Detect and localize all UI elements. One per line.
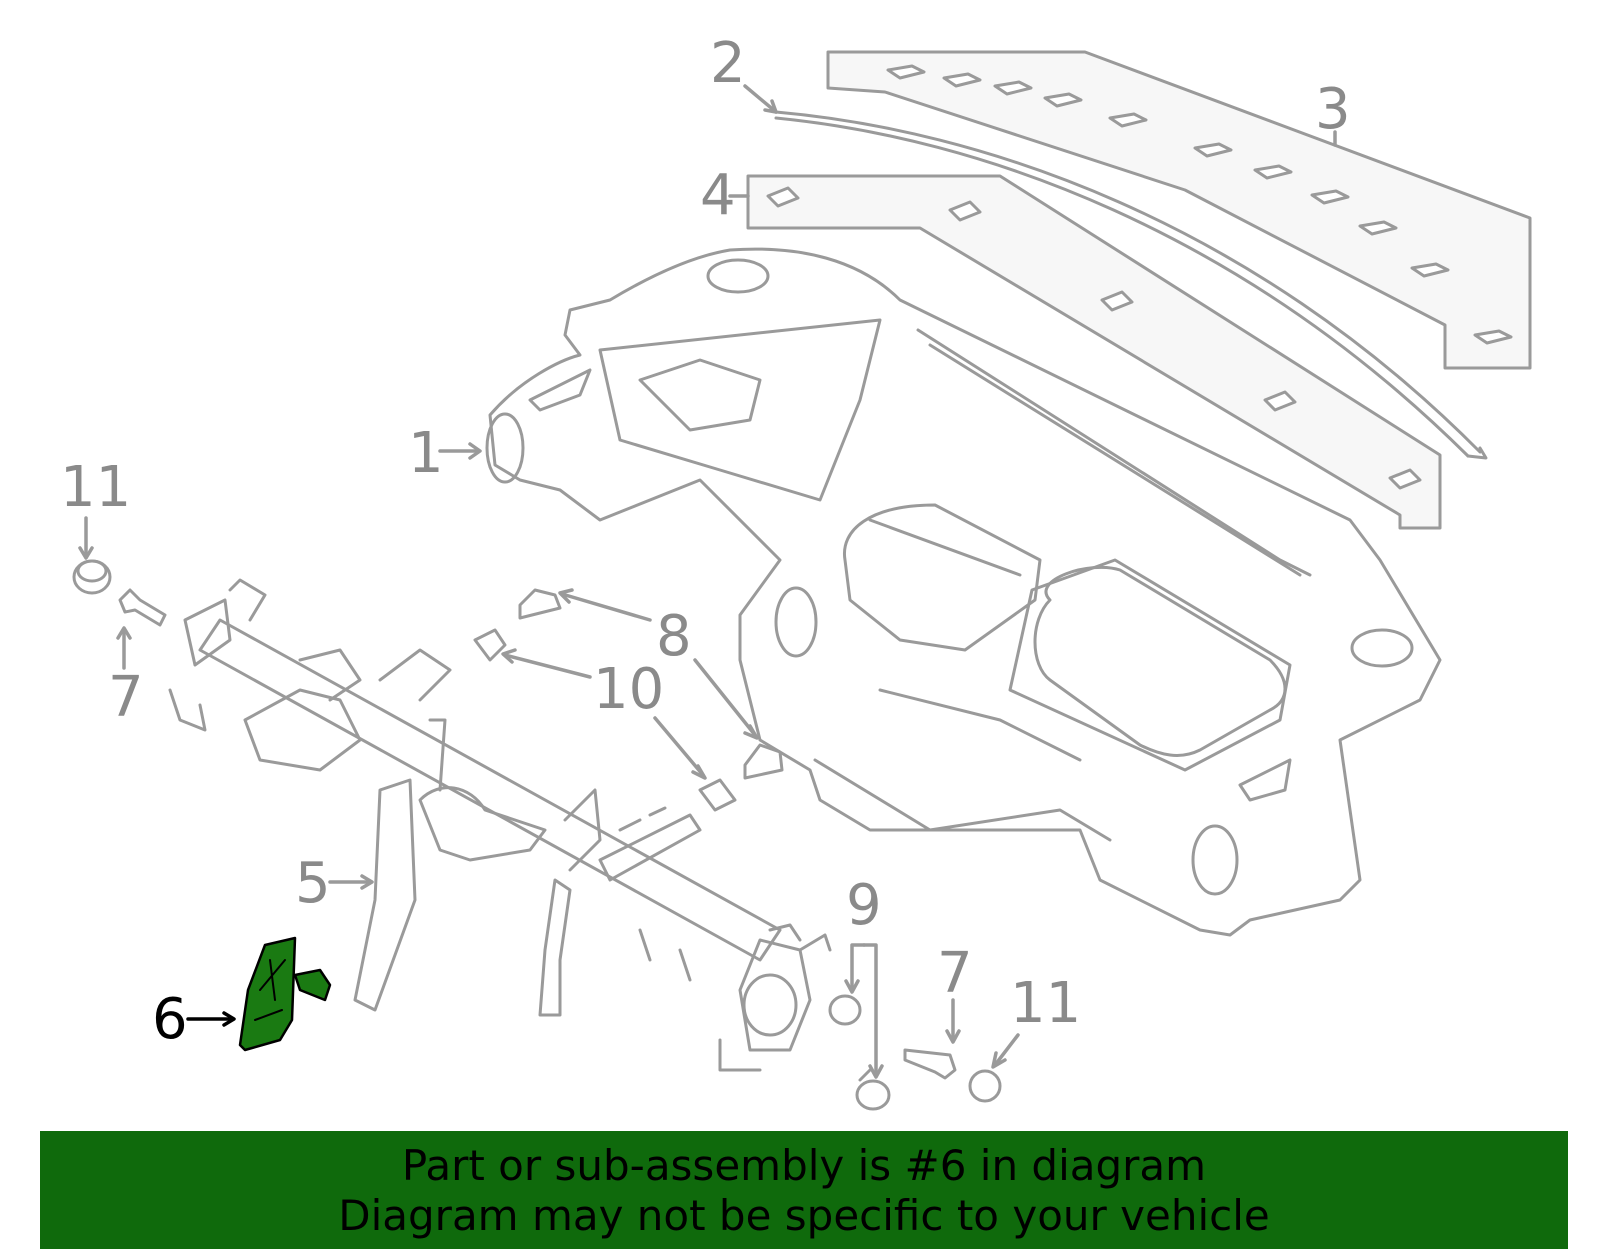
callout-8: 8 [656,604,692,669]
part-4-lower-panel [746,174,1442,530]
part-5-cross-beam [168,578,832,1072]
callout-11-left: 11 [60,455,131,520]
part-1-instrument-panel [485,247,1442,937]
callout-9: 9 [846,873,882,938]
part-3-upper-panel [826,50,1532,370]
callout-11-right: 11 [1010,971,1081,1036]
callout-2: 2 [710,31,746,96]
callout-10: 10 [593,657,664,722]
callout-3: 3 [1315,77,1351,142]
part-2-strip [774,110,1488,460]
leader-line-6 [186,1011,236,1027]
callout-1: 1 [408,421,444,486]
info-banner: Part or sub-assembly is #6 in diagram Di… [40,1131,1568,1249]
callout-7-right: 7 [937,941,973,1006]
part-6-bracket [238,936,332,1052]
callout-4: 4 [700,163,736,228]
callout-6: 6 [152,987,188,1052]
fasteners [72,559,1002,1111]
banner-line-2: Diagram may not be specific to your vehi… [338,1191,1270,1240]
callout-7-left: 7 [108,665,144,730]
callout-5: 5 [295,851,331,916]
parts-diagram: 1 2 3 4 5 6 7 7 8 9 10 11 11 [60,31,1532,1111]
leader-lines [78,84,1337,1079]
banner-line-1: Part or sub-assembly is #6 in diagram [401,1141,1207,1190]
